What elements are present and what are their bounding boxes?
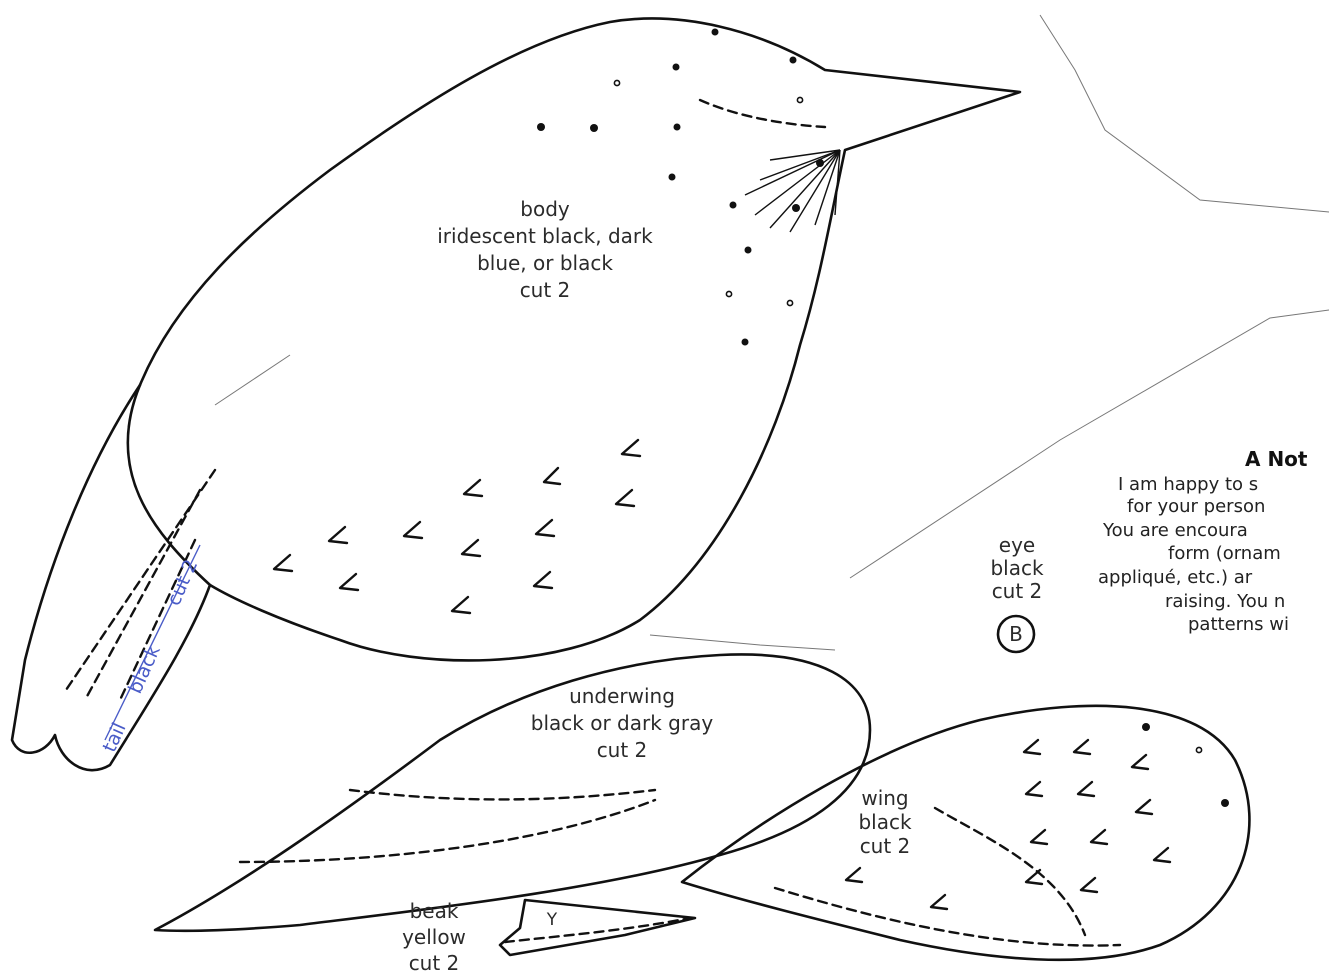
body-feather-marks [274, 440, 640, 613]
note-line-5: appliqué, etc.) ar [1098, 567, 1253, 588]
beak-marker: Y [546, 910, 558, 930]
body-outline [128, 19, 1020, 661]
eye-label-line-1: eye [999, 533, 1035, 557]
eye-piece: eye black cut 2 B [990, 533, 1044, 652]
beak-label-line-3: cut 2 [409, 951, 460, 975]
eye-marker: B [1009, 622, 1023, 646]
page-edge-lines [215, 15, 1329, 650]
underwing-piece: underwing black or dark gray cut 2 [155, 654, 870, 930]
body-label-line-4: cut 2 [520, 278, 571, 302]
body-label-line-2: iridescent black, dark [437, 224, 653, 248]
author-note: A Not I am happy to s for your person Yo… [1098, 447, 1308, 635]
wing-label-line-3: cut 2 [860, 834, 911, 858]
wing-label-line-1: wing [861, 786, 908, 810]
underwing-label-line-3: cut 2 [597, 738, 648, 762]
body-label-line-3: blue, or black [477, 251, 613, 275]
body-label-line-1: body [520, 197, 570, 221]
tail-label-line-1: tail [98, 720, 130, 756]
wing-speckles [1142, 723, 1229, 807]
beak-outline [500, 900, 695, 955]
eye-label-line-2: black [990, 556, 1044, 580]
wing-outline [682, 706, 1249, 960]
note-line-4: form (ornam [1168, 543, 1281, 564]
note-line-1: I am happy to s [1118, 474, 1258, 495]
eye-label-line-3: cut 2 [992, 579, 1043, 603]
note-line-3: You are encoura [1102, 520, 1248, 541]
tail-label-line-3: cut 2 [163, 556, 203, 609]
underwing-label-line-1: underwing [569, 684, 675, 708]
underwing-label-line-2: black or dark gray [531, 711, 714, 735]
note-line-2: for your person [1127, 496, 1265, 517]
body-speckles [537, 29, 824, 346]
throat-rays [745, 150, 840, 232]
beak-label-line-2: yellow [402, 925, 466, 949]
wing-piece: wing black cut 2 [682, 706, 1249, 960]
head-stitch-line [700, 100, 825, 127]
note-line-7: patterns wi [1188, 614, 1289, 635]
beak-piece: Y beak yellow cut 2 [402, 899, 695, 975]
beak-label-line-1: beak [410, 899, 459, 923]
wing-label-line-2: black [858, 810, 912, 834]
body-piece: body iridescent black, dark blue, or bla… [128, 19, 1020, 661]
underwing-outline [155, 654, 870, 930]
tail-piece: tail black cut 2 [12, 385, 215, 770]
note-title: A Not [1245, 447, 1308, 471]
note-line-6: raising. You n [1165, 591, 1285, 612]
